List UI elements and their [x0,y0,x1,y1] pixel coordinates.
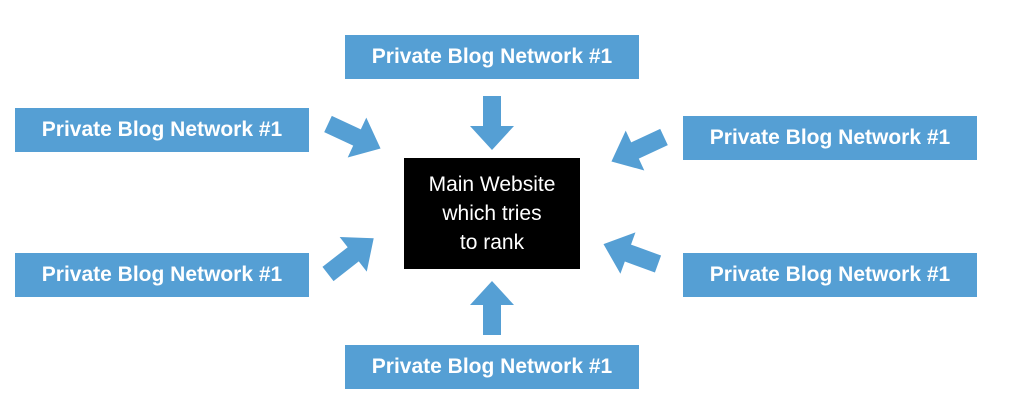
arrow-top-icon [470,96,514,150]
main-website-box: Main Website which tries to rank [404,158,580,269]
arrow-upper-left-icon [324,115,381,158]
pbn-box-bottom: Private Blog Network #1 [345,345,639,389]
arrow-upper-right-icon [611,128,668,171]
main-website-line-2: which tries [442,202,542,225]
main-website-line-3: to rank [459,231,525,254]
arrow-lower-left-icon [322,236,374,282]
pbn-box-lower-left: Private Blog Network #1 [15,253,309,297]
arrow-lower-right-icon [603,232,662,274]
main-website-line-1: Main Website [428,173,556,196]
pbn-box-lower-right: Private Blog Network #1 [683,253,977,297]
pbn-box-top: Private Blog Network #1 [345,35,639,79]
pbn-box-upper-right: Private Blog Network #1 [683,116,977,160]
arrow-bottom-icon [470,281,514,335]
pbn-box-upper-left: Private Blog Network #1 [15,108,309,152]
